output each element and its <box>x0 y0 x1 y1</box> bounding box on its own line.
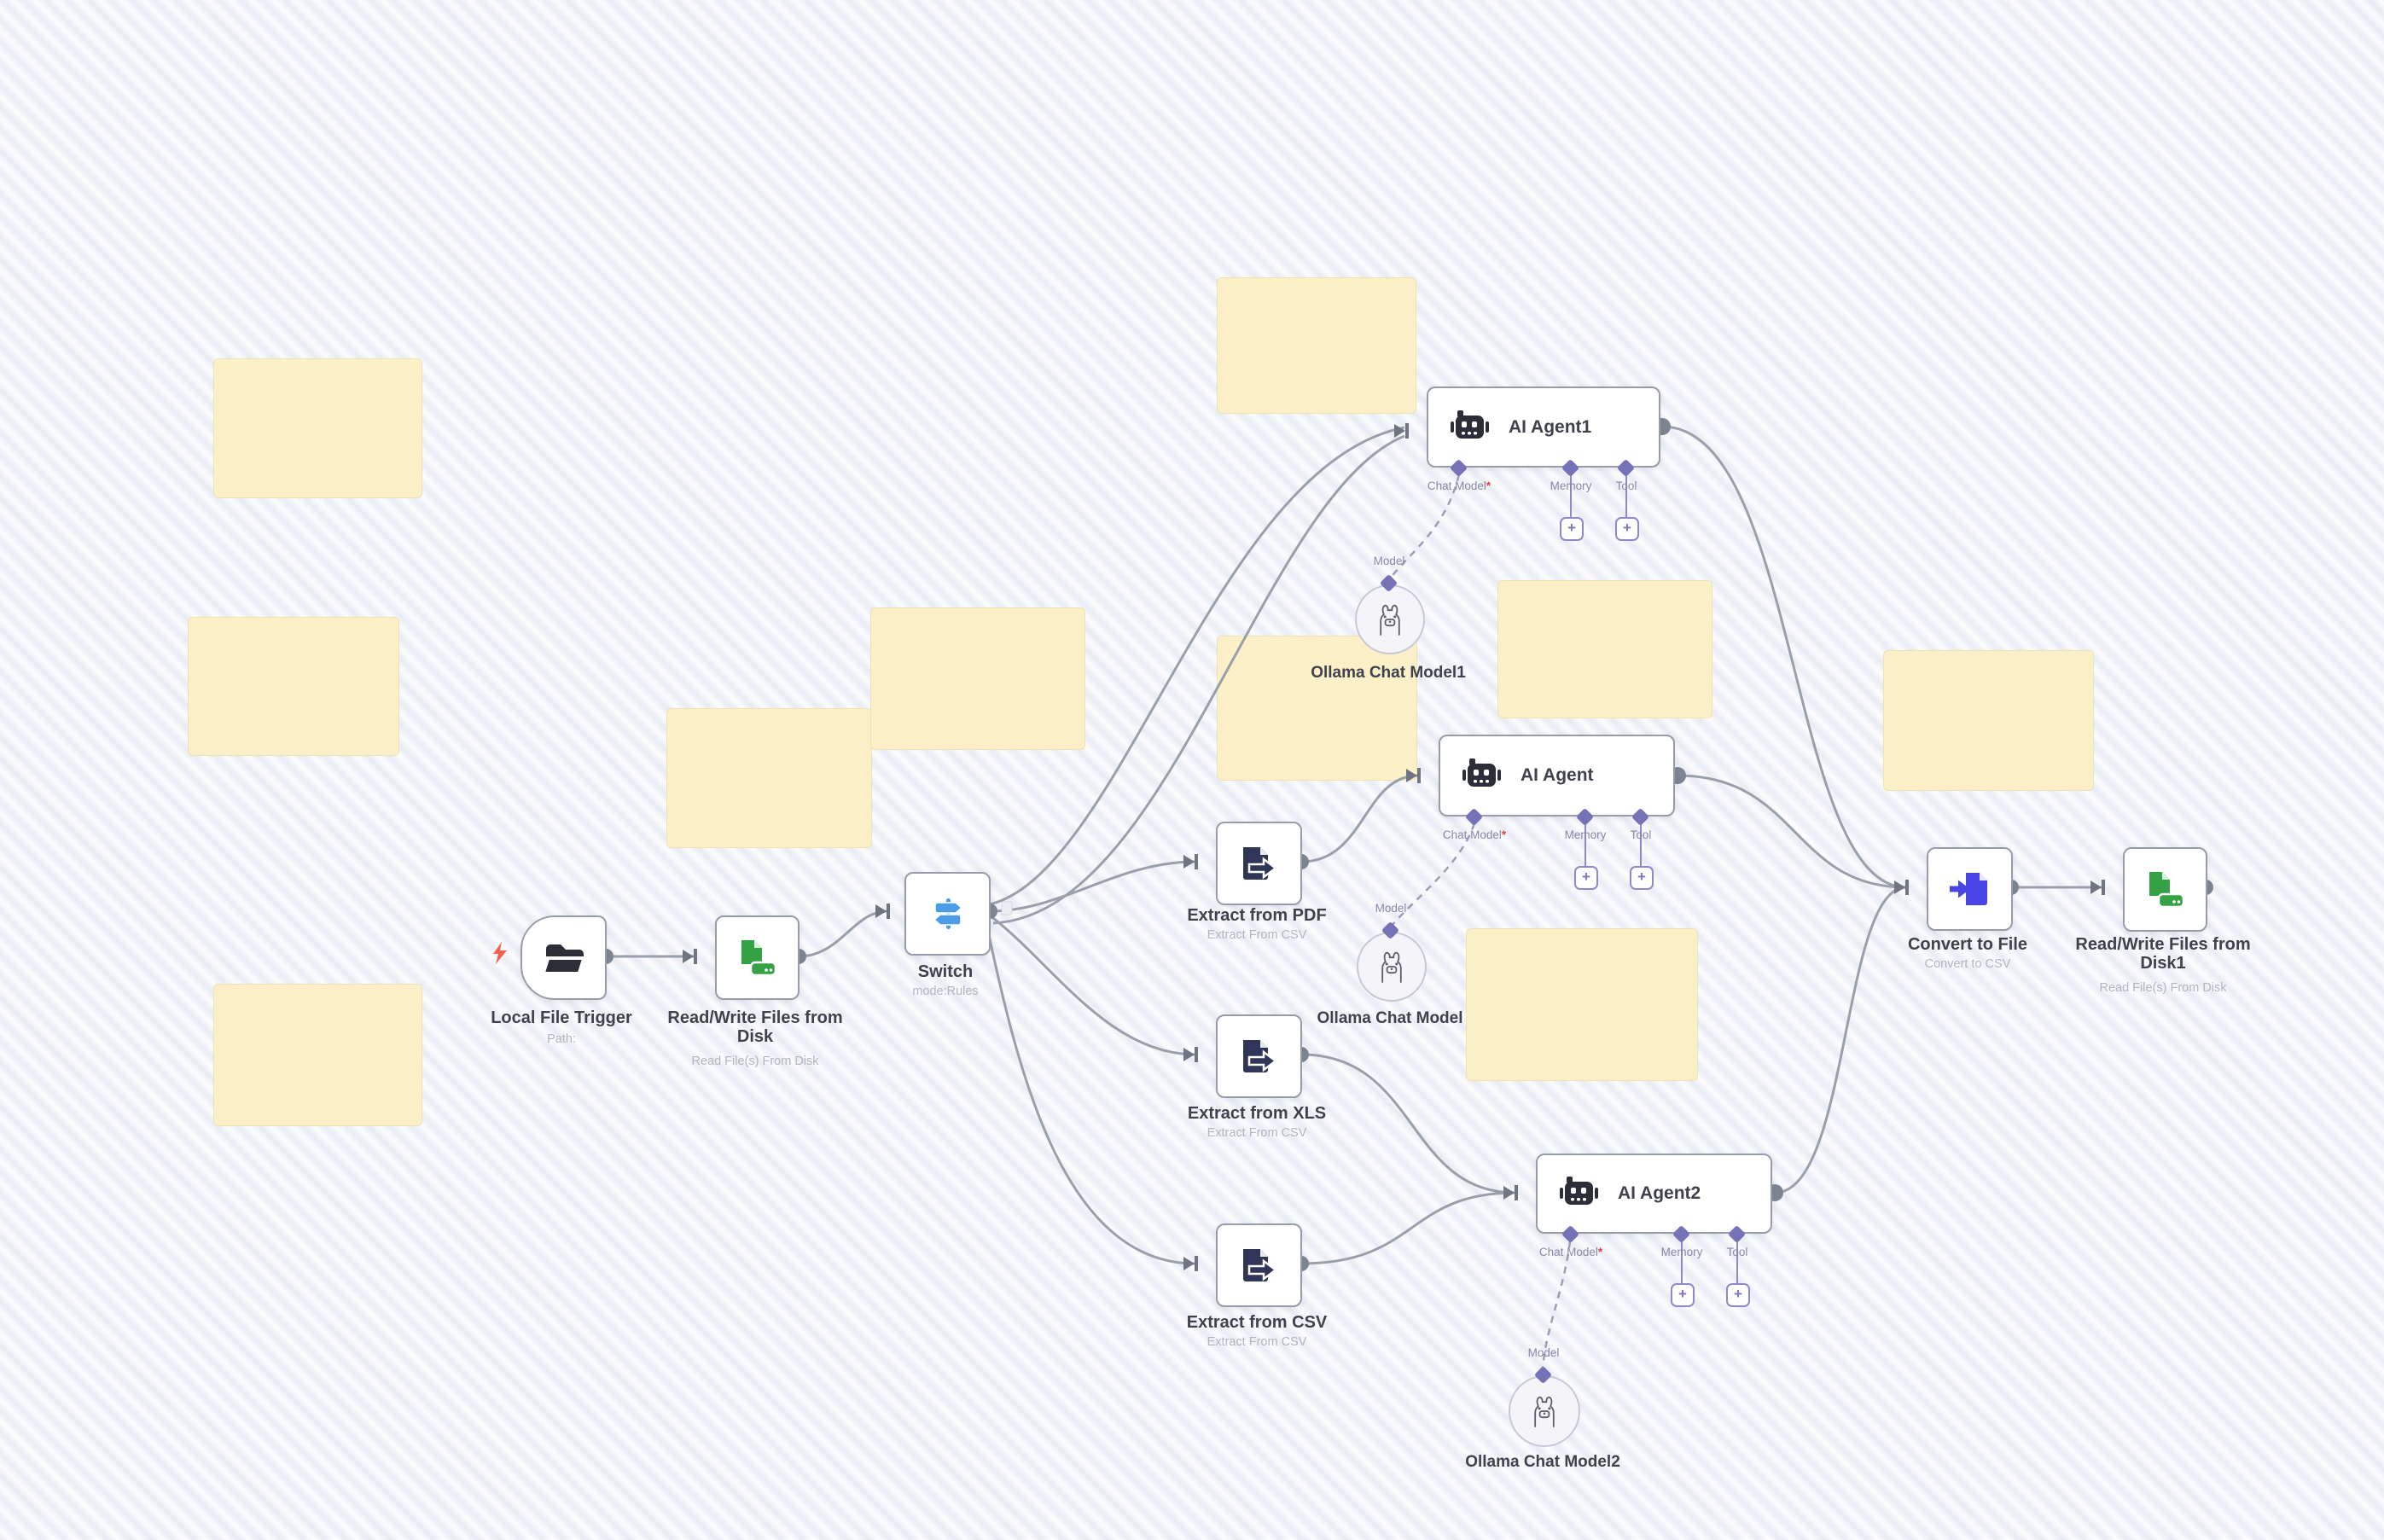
connector-stem <box>1736 1241 1738 1283</box>
file-disk-icon <box>741 939 776 976</box>
node-extract-from-xls[interactable] <box>1216 1014 1302 1098</box>
node-label: Extract from XLS <box>1187 1104 1327 1123</box>
memory-label: Memory <box>1550 479 1592 492</box>
node-label: AI Agent2 <box>1618 1183 1701 1203</box>
node-convert-to-file[interactable] <box>1927 847 2013 931</box>
memory-label: Memory <box>1660 1246 1703 1258</box>
node-subtitle: Extract From CSV <box>1207 1335 1307 1349</box>
node-ai-agent2[interactable]: AI Agent2 <box>1536 1154 1772 1234</box>
node-ai-agent[interactable]: AI Agent <box>1439 735 1675 816</box>
node-subtitle: mode:Rules <box>912 985 979 998</box>
extract-file-icon <box>1242 1249 1277 1281</box>
chat-model-label: Chat Model* <box>1442 828 1507 841</box>
tool-label: Tool <box>1726 1246 1748 1258</box>
sticky-note[interactable] <box>1883 650 2094 791</box>
node-label: Read/Write Files from Disk <box>667 1008 843 1047</box>
memory-label: Memory <box>1564 828 1607 841</box>
ollama-llama-icon <box>1381 951 1402 983</box>
node-read-write-files-from-disk[interactable] <box>715 915 800 1000</box>
ollama-llama-icon <box>1534 1396 1555 1427</box>
sticky-note[interactable] <box>213 984 422 1126</box>
folder-icon <box>543 944 584 973</box>
chat-model-label: Chat Model* <box>1538 1246 1603 1258</box>
connector-stem <box>1570 474 1572 517</box>
connector-stem <box>1681 1241 1683 1283</box>
tool-label: Tool <box>1615 479 1637 492</box>
node-label: Local File Trigger <box>491 1008 632 1027</box>
connector-stem <box>1625 474 1627 517</box>
robot-icon <box>1560 1177 1598 1205</box>
extract-file-icon <box>1242 1040 1277 1072</box>
connector-stem <box>1584 823 1586 866</box>
connector-stem <box>1640 823 1642 866</box>
node-label: Ollama Chat Model1 <box>1311 664 1466 682</box>
tool-label: Tool <box>1630 828 1652 841</box>
solid-connections <box>606 425 2102 1265</box>
node-extract-from-csv[interactable] <box>1216 1223 1302 1307</box>
sticky-note[interactable] <box>1217 277 1416 414</box>
add-tool-button[interactable]: + <box>1630 866 1654 890</box>
sticky-note[interactable] <box>666 708 872 848</box>
sticky-note[interactable] <box>213 358 422 498</box>
sticky-note[interactable] <box>188 617 399 756</box>
sticky-note[interactable] <box>1466 928 1698 1081</box>
add-memory-button[interactable]: + <box>1671 1283 1695 1307</box>
sticky-note[interactable] <box>1217 636 1417 781</box>
sticky-note[interactable] <box>1497 580 1712 718</box>
node-extract-from-pdf[interactable] <box>1216 822 1302 905</box>
add-memory-button[interactable]: + <box>1574 866 1598 890</box>
node-local-file-trigger[interactable] <box>520 915 607 1000</box>
node-ollama-chat-model2[interactable] <box>1509 1375 1580 1447</box>
node-label: Extract from PDF <box>1187 906 1327 925</box>
model-label: Model <box>1527 1346 1560 1359</box>
node-switch[interactable] <box>904 872 991 956</box>
chat-model-label: Chat Model* <box>1427 479 1491 492</box>
node-subtitle: Read File(s) From Disk <box>691 1055 819 1068</box>
node-ollama-chat-model1[interactable] <box>1355 584 1425 654</box>
trigger-pulse-icon <box>493 942 507 964</box>
sticky-note[interactable] <box>870 607 1085 750</box>
node-label: Ollama Chat Model <box>1317 1009 1463 1027</box>
node-subtitle: Convert to CSV <box>1924 957 2011 971</box>
node-label: Read/Write Files from Disk1 <box>2075 935 2251 973</box>
node-ollama-chat-model[interactable] <box>1357 932 1427 1002</box>
output-endpoints[interactable] <box>598 418 2213 1271</box>
convert-file-icon <box>1949 873 1987 905</box>
node-label: Ollama Chat Model2 <box>1465 1453 1620 1471</box>
extract-file-icon <box>1242 847 1277 880</box>
node-subtitle: Path: <box>547 1032 576 1046</box>
robot-icon <box>1451 410 1489 439</box>
add-memory-button[interactable]: + <box>1560 517 1584 541</box>
node-subtitle: Extract From CSV <box>1207 928 1307 942</box>
model-label: Model <box>1373 555 1405 567</box>
node-label: Switch <box>917 962 974 981</box>
add-tool-button[interactable]: + <box>1615 517 1639 541</box>
node-label: AI Agent1 <box>1509 416 1592 437</box>
input-endpoints <box>683 423 2105 1271</box>
switch-signpost-icon <box>933 898 962 929</box>
model-label: Model <box>1375 902 1407 915</box>
add-tool-button[interactable]: + <box>1726 1283 1750 1307</box>
node-subtitle: Extract From CSV <box>1207 1126 1307 1140</box>
file-disk-icon <box>2149 871 2184 908</box>
node-label: Extract from CSV <box>1186 1313 1328 1332</box>
node-read-write-files-from-disk1[interactable] <box>2123 847 2207 932</box>
node-subtitle: Read File(s) From Disk <box>2099 981 2227 995</box>
node-label: Convert to File <box>1907 935 2027 954</box>
ai-model-connections <box>1389 474 1572 1369</box>
ollama-llama-icon <box>1380 604 1400 636</box>
robot-icon <box>1462 758 1501 787</box>
switch-output-label-badge <box>1001 901 1013 915</box>
node-label: AI Agent <box>1521 765 1594 785</box>
node-ai-agent1[interactable]: AI Agent1 <box>1427 386 1660 468</box>
